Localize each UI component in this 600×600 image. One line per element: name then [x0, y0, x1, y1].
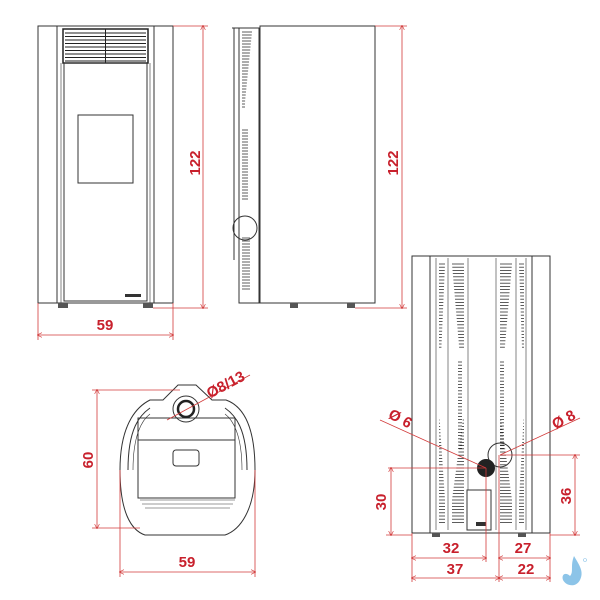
rear-outline — [411, 255, 551, 534]
top-width-label: 59 — [179, 554, 196, 571]
outlet-height-label: 36 — [558, 488, 575, 505]
viewing-window — [77, 114, 134, 184]
flue-inner — [176, 399, 196, 419]
badge — [125, 294, 141, 297]
top-depth-label: 60 — [80, 452, 97, 469]
water-drop-logo-icon — [562, 556, 587, 586]
inlet-leader — [379, 419, 487, 469]
inlet-label: Ø 6 — [385, 406, 414, 432]
outlet-label: Ø 8 — [549, 407, 578, 433]
flue-label: Ø8/13 — [204, 368, 248, 402]
top-view: Ø8/13 60 59 — [80, 368, 255, 577]
front-outline — [37, 25, 174, 304]
flue-leader — [166, 374, 251, 421]
inlet-height-label: 30 — [373, 494, 390, 511]
foot-left — [58, 303, 68, 308]
top-control-panel — [172, 449, 200, 467]
top-body — [137, 417, 236, 499]
side-flue-circle — [232, 215, 258, 241]
front-view: 122 59 — [38, 26, 208, 340]
side-body — [259, 25, 376, 304]
outlet-side-label: 27 — [515, 540, 532, 557]
inlet-offset-label: 32 — [443, 540, 460, 557]
top-outline — [119, 384, 256, 536]
rear-control-box — [466, 489, 492, 531]
outlet-right-label: 22 — [518, 561, 535, 578]
door — [63, 62, 148, 302]
front-width-label: 59 — [97, 317, 114, 334]
outlet-offset-label: 37 — [447, 561, 464, 578]
rear-view: Ø 6 Ø 8 30 36 32 27 37 22 — [373, 255, 581, 582]
side-height-label: 122 — [385, 150, 402, 175]
flue-outer — [172, 395, 200, 423]
side-view: 122 — [232, 26, 407, 308]
foot-right — [143, 303, 153, 308]
front-height-label: 122 — [187, 150, 204, 175]
outlet-leader — [499, 417, 581, 456]
